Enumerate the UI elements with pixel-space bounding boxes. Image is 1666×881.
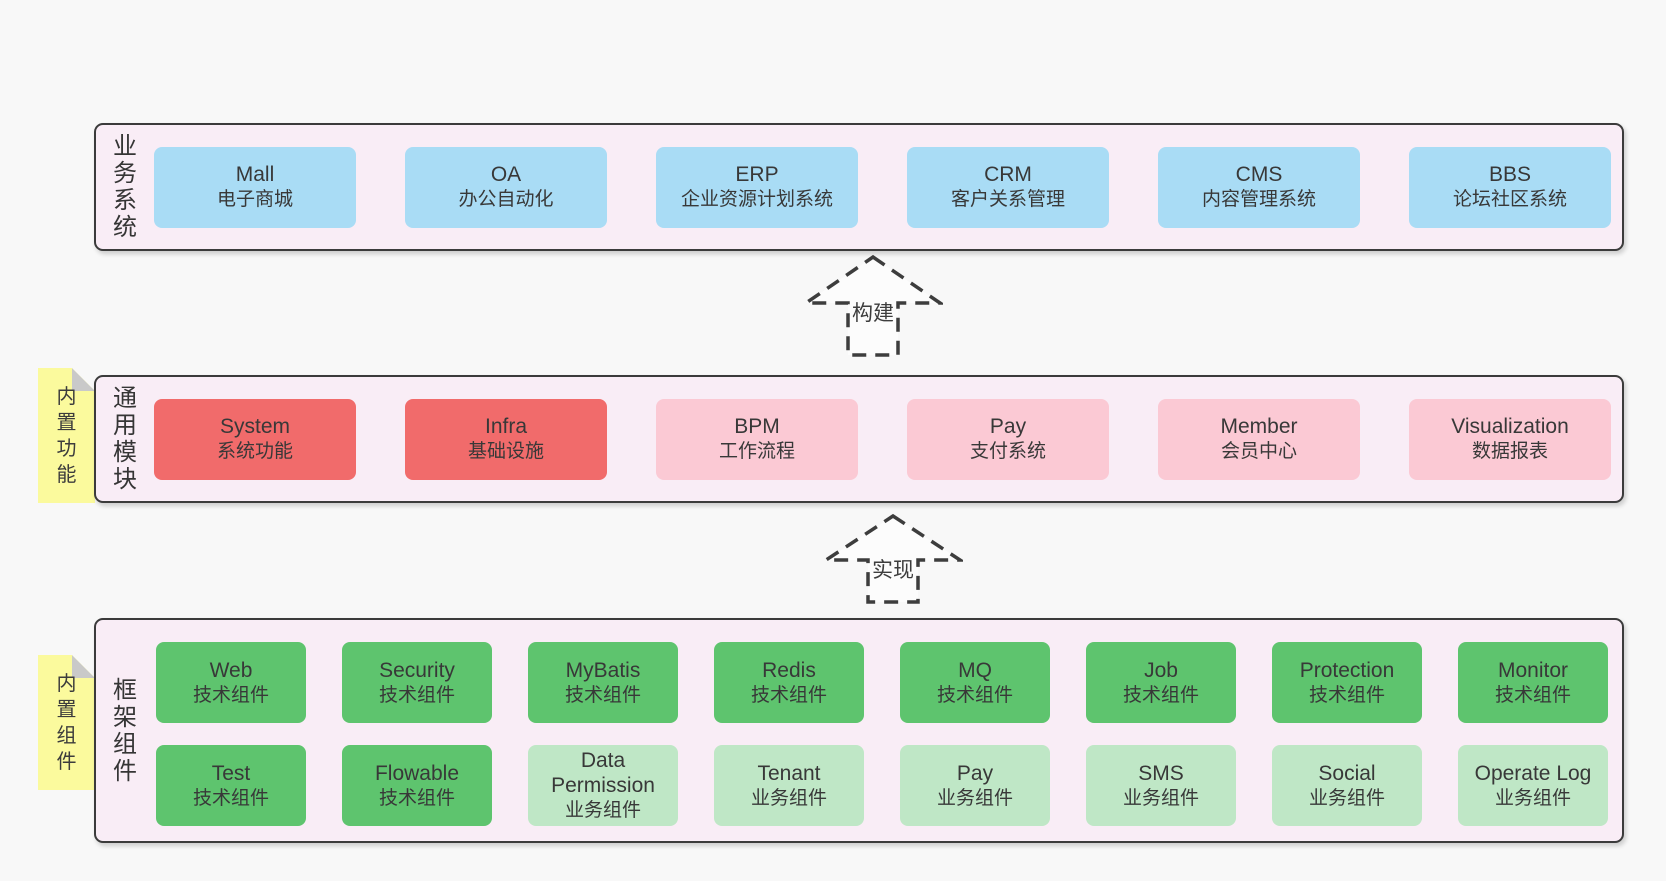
box-title: Job — [1144, 658, 1178, 682]
box-sms: SMS 业务组件 — [1086, 745, 1236, 826]
box-subtitle: 技术组件 — [192, 684, 269, 706]
box-subtitle: 电子商城 — [216, 189, 293, 210]
box-title: BPM — [734, 415, 780, 438]
box-oa: OA 办公自动化 — [405, 146, 607, 228]
box-title: Flowable — [374, 761, 460, 785]
box-title: ERP — [735, 163, 779, 186]
box-job: Job 技术组件 — [1086, 642, 1236, 723]
box-subtitle: 企业资源计划系统 — [680, 189, 833, 210]
box-subtitle: 业务组件 — [936, 787, 1013, 809]
box-subtitle: 内容管理系统 — [1201, 189, 1316, 210]
box-infra: Infra 基础设施 — [405, 398, 607, 480]
box-title: Security — [379, 658, 455, 682]
layer-common-modules: 通用模块 System 系统功能 Infra 基础设施 BPM 工作流程 Pay… — [94, 375, 1624, 503]
box-title: Mall — [235, 163, 275, 186]
box-subtitle: 业务组件 — [1494, 787, 1571, 809]
box-subtitle: 支付系统 — [969, 441, 1046, 462]
box-subtitle: 办公自动化 — [458, 189, 554, 210]
box-protection: Protection 技术组件 — [1272, 642, 1422, 723]
box-subtitle: 技术组件 — [564, 684, 641, 706]
box-bbs: BBS 论坛社区系统 — [1409, 146, 1611, 228]
box-flowable: Flowable 技术组件 — [342, 745, 492, 826]
box-title: BBS — [1488, 163, 1532, 186]
box-subtitle: 系统功能 — [216, 441, 293, 462]
box-web: Web 技术组件 — [156, 642, 306, 723]
sticky-label: 内置组件 — [56, 672, 77, 773]
box-pay-component: Pay 业务组件 — [900, 745, 1050, 826]
box-title: Operate Log — [1474, 761, 1592, 785]
box-mybatis: MyBatis 技术组件 — [528, 642, 678, 723]
box-test: Test 技术组件 — [156, 745, 306, 826]
arrow-implement-label: 实现 — [872, 559, 914, 582]
box-social: Social 业务组件 — [1272, 745, 1422, 826]
box-title: Pay — [956, 761, 994, 785]
box-title: CRM — [984, 163, 1032, 186]
box-erp: ERP 企业资源计划系统 — [656, 146, 858, 228]
layer-label-components: 框架组件 — [113, 676, 137, 785]
layer-label-business: 业务系统 — [113, 133, 137, 241]
box-title: Tenant — [757, 761, 821, 785]
box-title: MyBatis — [565, 658, 641, 682]
box-security: Security 技术组件 — [342, 642, 492, 723]
box-monitor: Monitor 技术组件 — [1458, 642, 1608, 723]
box-subtitle: 技术组件 — [1494, 684, 1571, 706]
layer-label-modules: 通用模块 — [113, 385, 137, 493]
box-title: CMS — [1235, 163, 1283, 186]
arrow-build: 构建 — [803, 254, 943, 357]
box-title: MQ — [958, 658, 992, 682]
box-bpm: BPM 工作流程 — [656, 398, 858, 480]
box-system: System 系统功能 — [154, 398, 356, 480]
box-title: Redis — [762, 658, 816, 682]
sticky-label: 内置功能 — [56, 385, 77, 486]
box-title: Member — [1220, 415, 1298, 438]
box-subtitle: 工作流程 — [718, 441, 795, 462]
box-subtitle: 技术组件 — [192, 787, 269, 809]
box-title: Visualization — [1451, 415, 1569, 438]
box-title: System — [219, 415, 290, 438]
box-title: Monitor — [1497, 658, 1569, 682]
layer-framework-components: 框架组件 Web 技术组件 Security 技术组件 MyBatis 技术组件… — [94, 618, 1624, 843]
box-subtitle: 技术组件 — [1308, 684, 1385, 706]
layer-business-systems: 业务系统 Mall 电子商城 OA 办公自动化 ERP 企业资源计划系统 CRM… — [94, 123, 1624, 251]
box-subtitle: 基础设施 — [467, 441, 544, 462]
box-data-permission: Data Permission 业务组件 — [528, 745, 678, 826]
box-operate-log: Operate Log 业务组件 — [1458, 745, 1608, 826]
box-title: SMS — [1138, 761, 1184, 785]
box-title: Test — [211, 761, 251, 785]
box-subtitle: 业务组件 — [750, 787, 827, 809]
arrow-implement: 实现 — [823, 513, 963, 604]
box-mq: MQ 技术组件 — [900, 642, 1050, 723]
box-subtitle: 技术组件 — [378, 787, 455, 809]
box-subtitle: 业务组件 — [1122, 787, 1199, 809]
box-subtitle: 业务组件 — [564, 800, 641, 821]
box-title: Social — [1318, 761, 1376, 785]
box-pay-module: Pay 支付系统 — [907, 398, 1109, 480]
box-title: Infra — [484, 415, 528, 438]
box-cms: CMS 内容管理系统 — [1158, 146, 1360, 228]
box-title: Data Permission — [551, 749, 655, 797]
box-title: Web — [209, 658, 253, 682]
box-redis: Redis 技术组件 — [714, 642, 864, 723]
box-tenant: Tenant 业务组件 — [714, 745, 864, 826]
box-mall: Mall 电子商城 — [154, 146, 356, 228]
box-subtitle: 客户关系管理 — [950, 189, 1065, 210]
box-member: Member 会员中心 — [1158, 398, 1360, 480]
box-title: Protection — [1299, 658, 1395, 682]
box-subtitle: 数据报表 — [1471, 441, 1548, 462]
box-subtitle: 技术组件 — [1122, 684, 1199, 706]
box-subtitle: 会员中心 — [1220, 441, 1297, 462]
box-subtitle: 技术组件 — [378, 684, 455, 706]
box-subtitle: 技术组件 — [750, 684, 827, 706]
box-visualization: Visualization 数据报表 — [1409, 398, 1611, 480]
arrow-build-label: 构建 — [852, 302, 894, 325]
box-title: OA — [490, 163, 522, 186]
box-subtitle: 技术组件 — [936, 684, 1013, 706]
box-subtitle: 业务组件 — [1308, 787, 1385, 809]
sticky-note-builtin-features: 内置功能 — [38, 368, 95, 503]
box-title: Pay — [989, 415, 1027, 438]
sticky-note-builtin-components: 内置组件 — [38, 655, 95, 790]
box-crm: CRM 客户关系管理 — [907, 146, 1109, 228]
box-subtitle: 论坛社区系统 — [1452, 189, 1567, 210]
